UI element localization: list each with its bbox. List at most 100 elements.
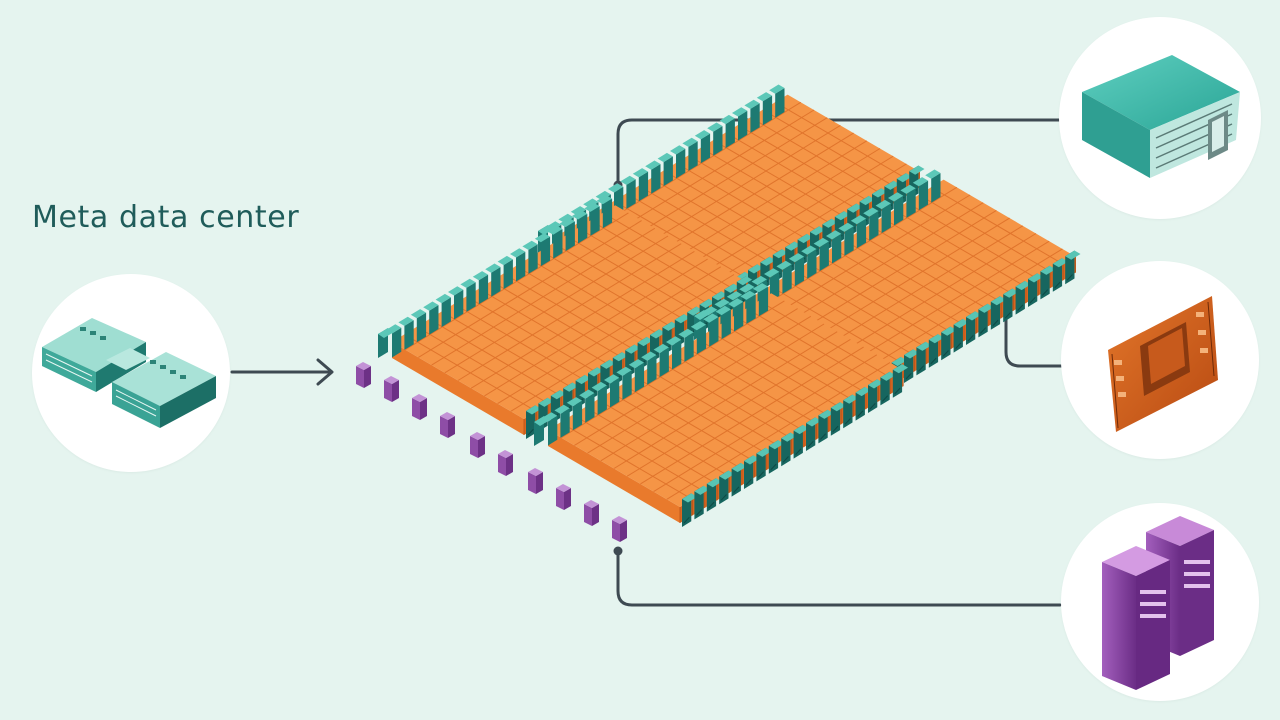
storage-rack: [734, 301, 744, 332]
purple-rack: [384, 376, 399, 402]
purple-rack-top: [412, 394, 427, 402]
purple-rack-top: [612, 516, 627, 524]
purple-rack-side: [356, 366, 364, 388]
storage-rack-top: [1065, 250, 1081, 260]
purple-rack: [440, 412, 455, 438]
storage-rack-top: [855, 386, 871, 397]
storage-rack-top: [572, 210, 588, 220]
purple-rack-side: [384, 380, 392, 402]
purple-rack-top: [498, 450, 513, 458]
purple-rack: [556, 484, 571, 510]
purple-rack: [356, 362, 371, 388]
storage-rack-top: [772, 249, 789, 259]
storage-rack-top: [600, 359, 616, 369]
storage-rack: [906, 188, 916, 218]
storage-rack-top: [732, 107, 748, 117]
storage-rack-top: [378, 328, 394, 338]
storage-rack: [610, 377, 620, 408]
storage-rack: [746, 294, 756, 324]
storage-rack: [832, 233, 842, 264]
purple-rack-front: [364, 366, 371, 388]
storage-rack: [688, 141, 698, 171]
storage-rack-top: [822, 218, 838, 228]
purple-rack-side: [612, 520, 620, 542]
storage-rack: [869, 211, 879, 241]
storage-rack: [819, 241, 829, 272]
storage-rack: [634, 362, 645, 393]
storage-rack: [572, 400, 583, 431]
storage-rack-top: [843, 394, 859, 404]
storage-tower-icon: [1102, 516, 1214, 690]
storage-rack-top: [579, 389, 595, 399]
storage-rack-top: [868, 379, 884, 389]
storage-rack-top: [744, 99, 760, 109]
storage-rack: [672, 339, 682, 370]
purple-rack-top: [556, 484, 571, 492]
storage-rack-top: [892, 364, 909, 374]
storage-rack: [540, 236, 551, 267]
storage-rack-top: [751, 275, 767, 286]
purple-rack-top: [584, 500, 599, 508]
purple-rack: [584, 500, 599, 526]
storage-rack-top: [612, 352, 629, 362]
storage-rack-top: [834, 211, 851, 221]
storage-rack-top: [785, 241, 801, 251]
storage-rack-top: [448, 286, 464, 296]
storage-rack: [503, 259, 513, 290]
storage-rack-top: [978, 303, 994, 313]
storage-rack-top: [726, 291, 743, 301]
storage-rack-top: [904, 349, 920, 359]
storage-rack: [713, 126, 723, 156]
storage-rack-top: [637, 336, 653, 347]
storage-rack-top: [497, 255, 513, 266]
server-chassis-icon: [1082, 55, 1240, 178]
storage-rack-top: [559, 217, 575, 228]
purple-rack: [470, 432, 485, 458]
purple-rack-top: [384, 376, 399, 384]
storage-rack-top: [850, 215, 867, 225]
purple-rack-front: [536, 472, 543, 494]
connector-to-server: [616, 118, 1062, 187]
storage-rack-top: [764, 268, 780, 278]
storage-rack-top: [616, 366, 632, 376]
storage-rack: [466, 282, 476, 312]
storage-rack: [844, 226, 854, 256]
storage-rack-top: [891, 356, 907, 367]
storage-rack: [585, 393, 595, 423]
purple-rack-front: [448, 416, 455, 438]
purple-rack-side: [584, 504, 592, 526]
storage-bubble: [1061, 503, 1259, 701]
storage-rack-top: [583, 198, 599, 208]
purple-rack-front: [420, 398, 427, 420]
storage-rack: [758, 286, 769, 317]
storage-rack-top: [653, 343, 669, 354]
storage-rack: [478, 274, 489, 305]
purple-rack: [528, 468, 543, 494]
storage-rack: [721, 309, 731, 340]
storage-rack-top: [662, 321, 678, 331]
storage-rack: [602, 198, 613, 229]
storage-rack-top: [756, 92, 773, 102]
storage-rack-top: [526, 405, 542, 415]
storage-rack-top: [584, 202, 600, 212]
purple-rack-top: [440, 412, 455, 420]
storage-rack-top: [740, 290, 756, 300]
storage-rack-top: [628, 359, 645, 369]
storage-rack-top: [575, 374, 591, 385]
storage-rack-top: [990, 296, 1007, 306]
purple-rack-front: [620, 520, 627, 542]
storage-rack-top: [674, 314, 691, 324]
storage-rack-top: [941, 326, 957, 336]
storage-rack-top: [900, 184, 916, 194]
gpu-block-side: [392, 342, 524, 435]
storage-rack-top: [538, 225, 554, 235]
storage-rack: [560, 408, 570, 438]
storage-rack-top: [888, 192, 904, 202]
storage-rack-top: [714, 298, 730, 308]
storage-rack-top: [682, 137, 698, 147]
storage-rack-top: [554, 404, 570, 414]
storage-rack-top: [690, 321, 707, 331]
storage-rack: [404, 320, 414, 350]
storage-rack-top: [872, 188, 888, 198]
